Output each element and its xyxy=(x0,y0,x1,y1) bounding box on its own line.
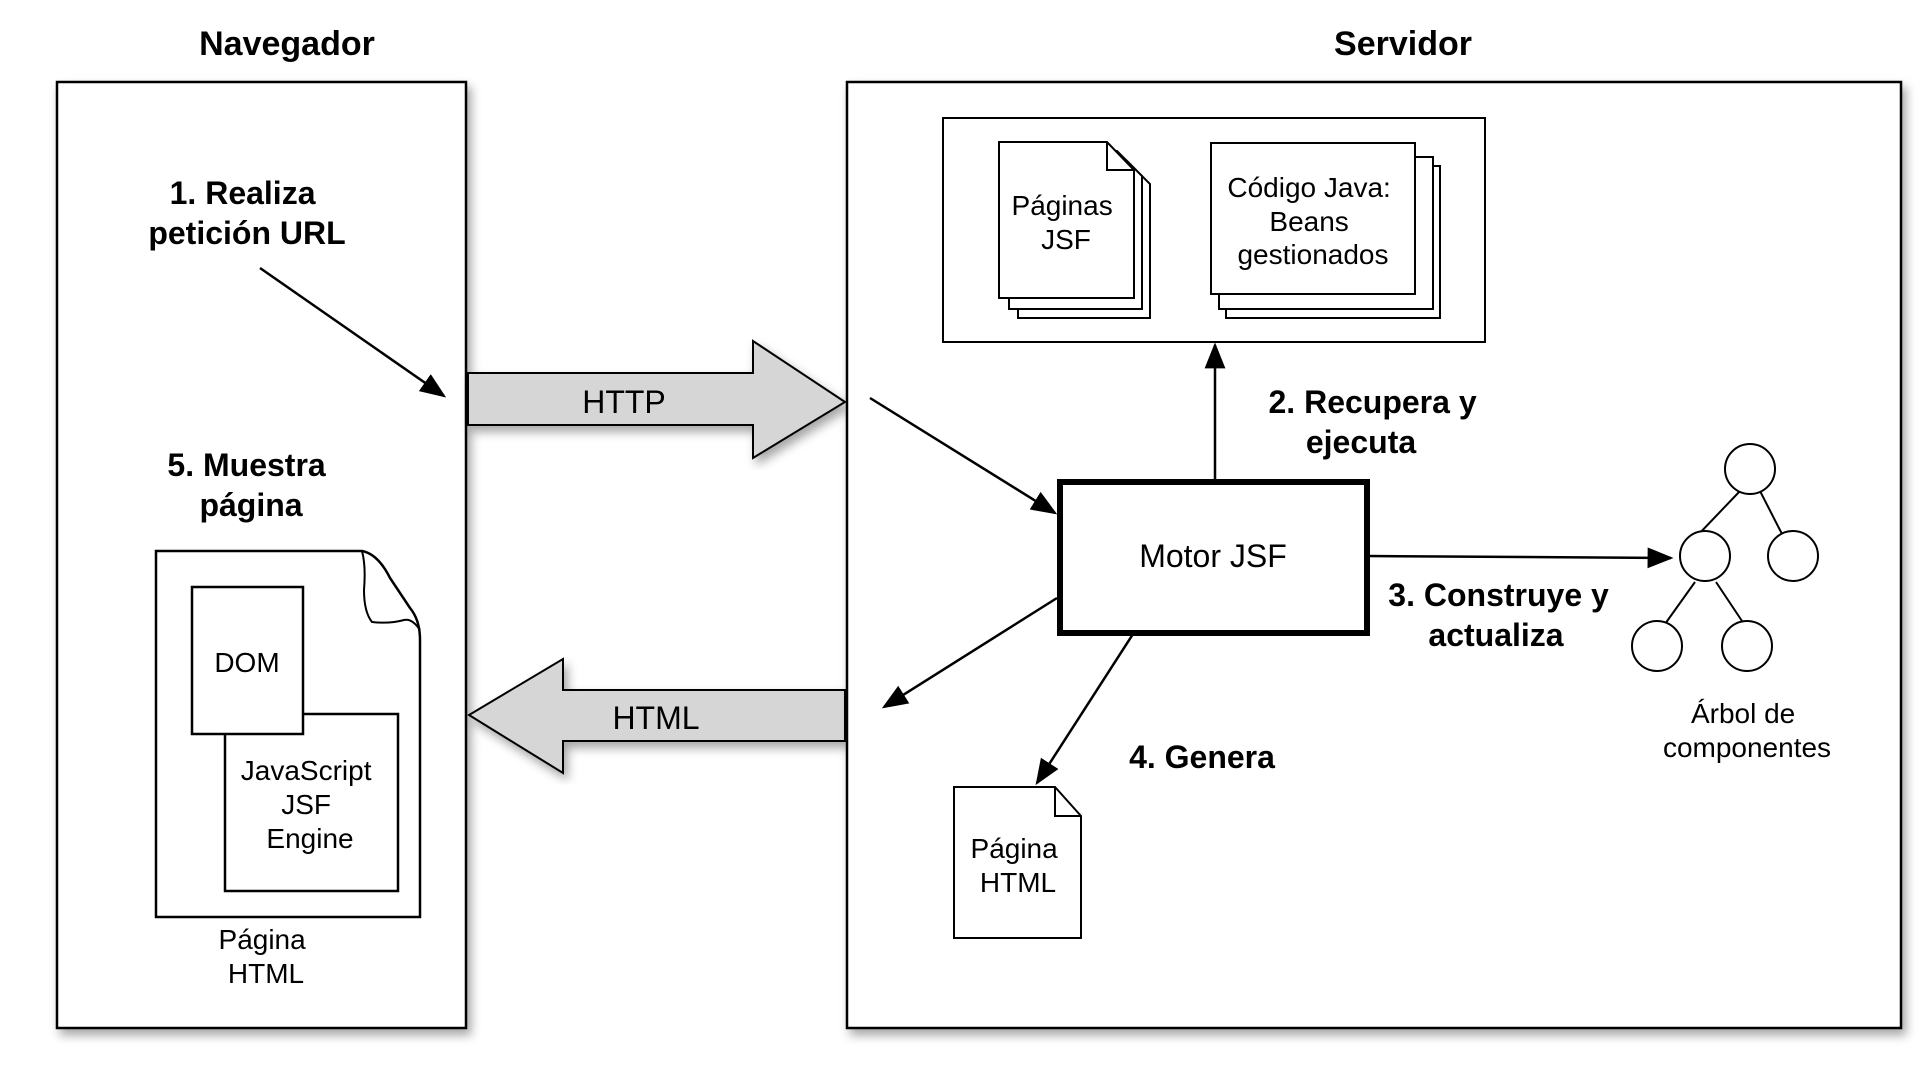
component-tree-line1: Árbol de xyxy=(1691,698,1795,729)
step1-arrow xyxy=(259,266,447,398)
tree-edge xyxy=(1759,490,1783,535)
step5-label: 5. Muestra página xyxy=(167,447,334,523)
navegador-title: Navegador xyxy=(199,25,375,63)
step5-label-line2: página xyxy=(199,487,302,523)
http-request-arrow xyxy=(467,339,847,460)
codigo-java-line3: gestionados xyxy=(1237,239,1388,270)
codigo-java-box-front xyxy=(1210,142,1416,295)
tree-node xyxy=(1631,620,1683,672)
step1-label: 1. Realiza petición URL xyxy=(148,175,345,251)
tree-edge xyxy=(1695,490,1741,538)
step3-arrow xyxy=(1367,547,1674,569)
javascript-engine-line2: JSF xyxy=(281,789,331,820)
paginas-jsf-line2: JSF xyxy=(1041,224,1091,255)
component-tree-label: Árbol de componentes xyxy=(1663,698,1831,763)
step3-label-line2: actualiza xyxy=(1428,617,1563,653)
step5-label-line1: 5. Muestra xyxy=(167,447,325,483)
step4-arrow xyxy=(1035,633,1135,786)
tree-edge xyxy=(1715,581,1745,625)
generated-html-page-line2: HTML xyxy=(980,867,1056,898)
html-arrow-label: HTML xyxy=(612,700,699,736)
motor-to-response-arrow xyxy=(881,596,1058,709)
browser-page-caption-line1: Página xyxy=(219,924,307,955)
step2-label-line2: ejecuta xyxy=(1306,424,1416,460)
javascript-engine-label: JavaScript JSF Engine xyxy=(241,755,380,854)
javascript-engine-line3: Engine xyxy=(266,823,353,854)
step3-label-line1: 3. Construye y xyxy=(1388,577,1609,613)
paginas-jsf-line1: Páginas xyxy=(1012,190,1113,221)
html-response-arrow xyxy=(467,657,846,775)
javascript-engine-box xyxy=(223,712,400,893)
generated-html-page-label: Página HTML xyxy=(971,833,1066,898)
tree-edge xyxy=(1664,581,1696,625)
tree-node xyxy=(1679,530,1731,582)
step1-label-line2: petición URL xyxy=(148,215,345,251)
codigo-java-label: Código Java: Beans gestionados xyxy=(1227,172,1398,270)
codigo-java-line2: Beans xyxy=(1269,206,1348,237)
javascript-engine-line1: JavaScript xyxy=(241,755,372,786)
generated-html-page-fold xyxy=(1054,787,1081,817)
generated-html-page xyxy=(953,786,1082,939)
tree-node xyxy=(1767,530,1819,582)
tree-node xyxy=(1721,620,1773,672)
paginas-jsf-doc-fold xyxy=(1106,142,1134,171)
component-tree-line2: componentes xyxy=(1663,732,1831,763)
motor-jsf-box xyxy=(1057,479,1370,636)
motor-jsf-label: Motor JSF xyxy=(1139,538,1287,574)
step3-label: 3. Construye y actualiza xyxy=(1388,577,1617,653)
dom-label: DOM xyxy=(214,647,279,678)
step2-label-line1: 2. Recupera y xyxy=(1269,384,1477,420)
dom-box xyxy=(190,585,305,736)
paginas-jsf-doc-front xyxy=(998,141,1135,299)
browser-page-fold xyxy=(361,550,421,631)
tree-node xyxy=(1724,443,1776,495)
servidor-title: Servidor xyxy=(1334,25,1472,63)
http-arrow-label: HTTP xyxy=(582,384,666,420)
step1-label-line1: 1. Realiza xyxy=(170,175,316,211)
request-to-motor-arrow xyxy=(869,396,1058,515)
browser-page-caption-line2: HTML xyxy=(228,958,304,989)
browser-page-caption: Página HTML xyxy=(219,924,314,989)
generated-html-page-line1: Página xyxy=(971,833,1059,864)
step4-label: 4. Genera xyxy=(1129,739,1275,775)
component-tree xyxy=(1631,443,1819,672)
step2-label: 2. Recupera y ejecuta xyxy=(1269,384,1486,460)
codigo-java-line1: Código Java: xyxy=(1227,172,1390,203)
paginas-jsf-label: Páginas JSF xyxy=(1012,190,1121,255)
